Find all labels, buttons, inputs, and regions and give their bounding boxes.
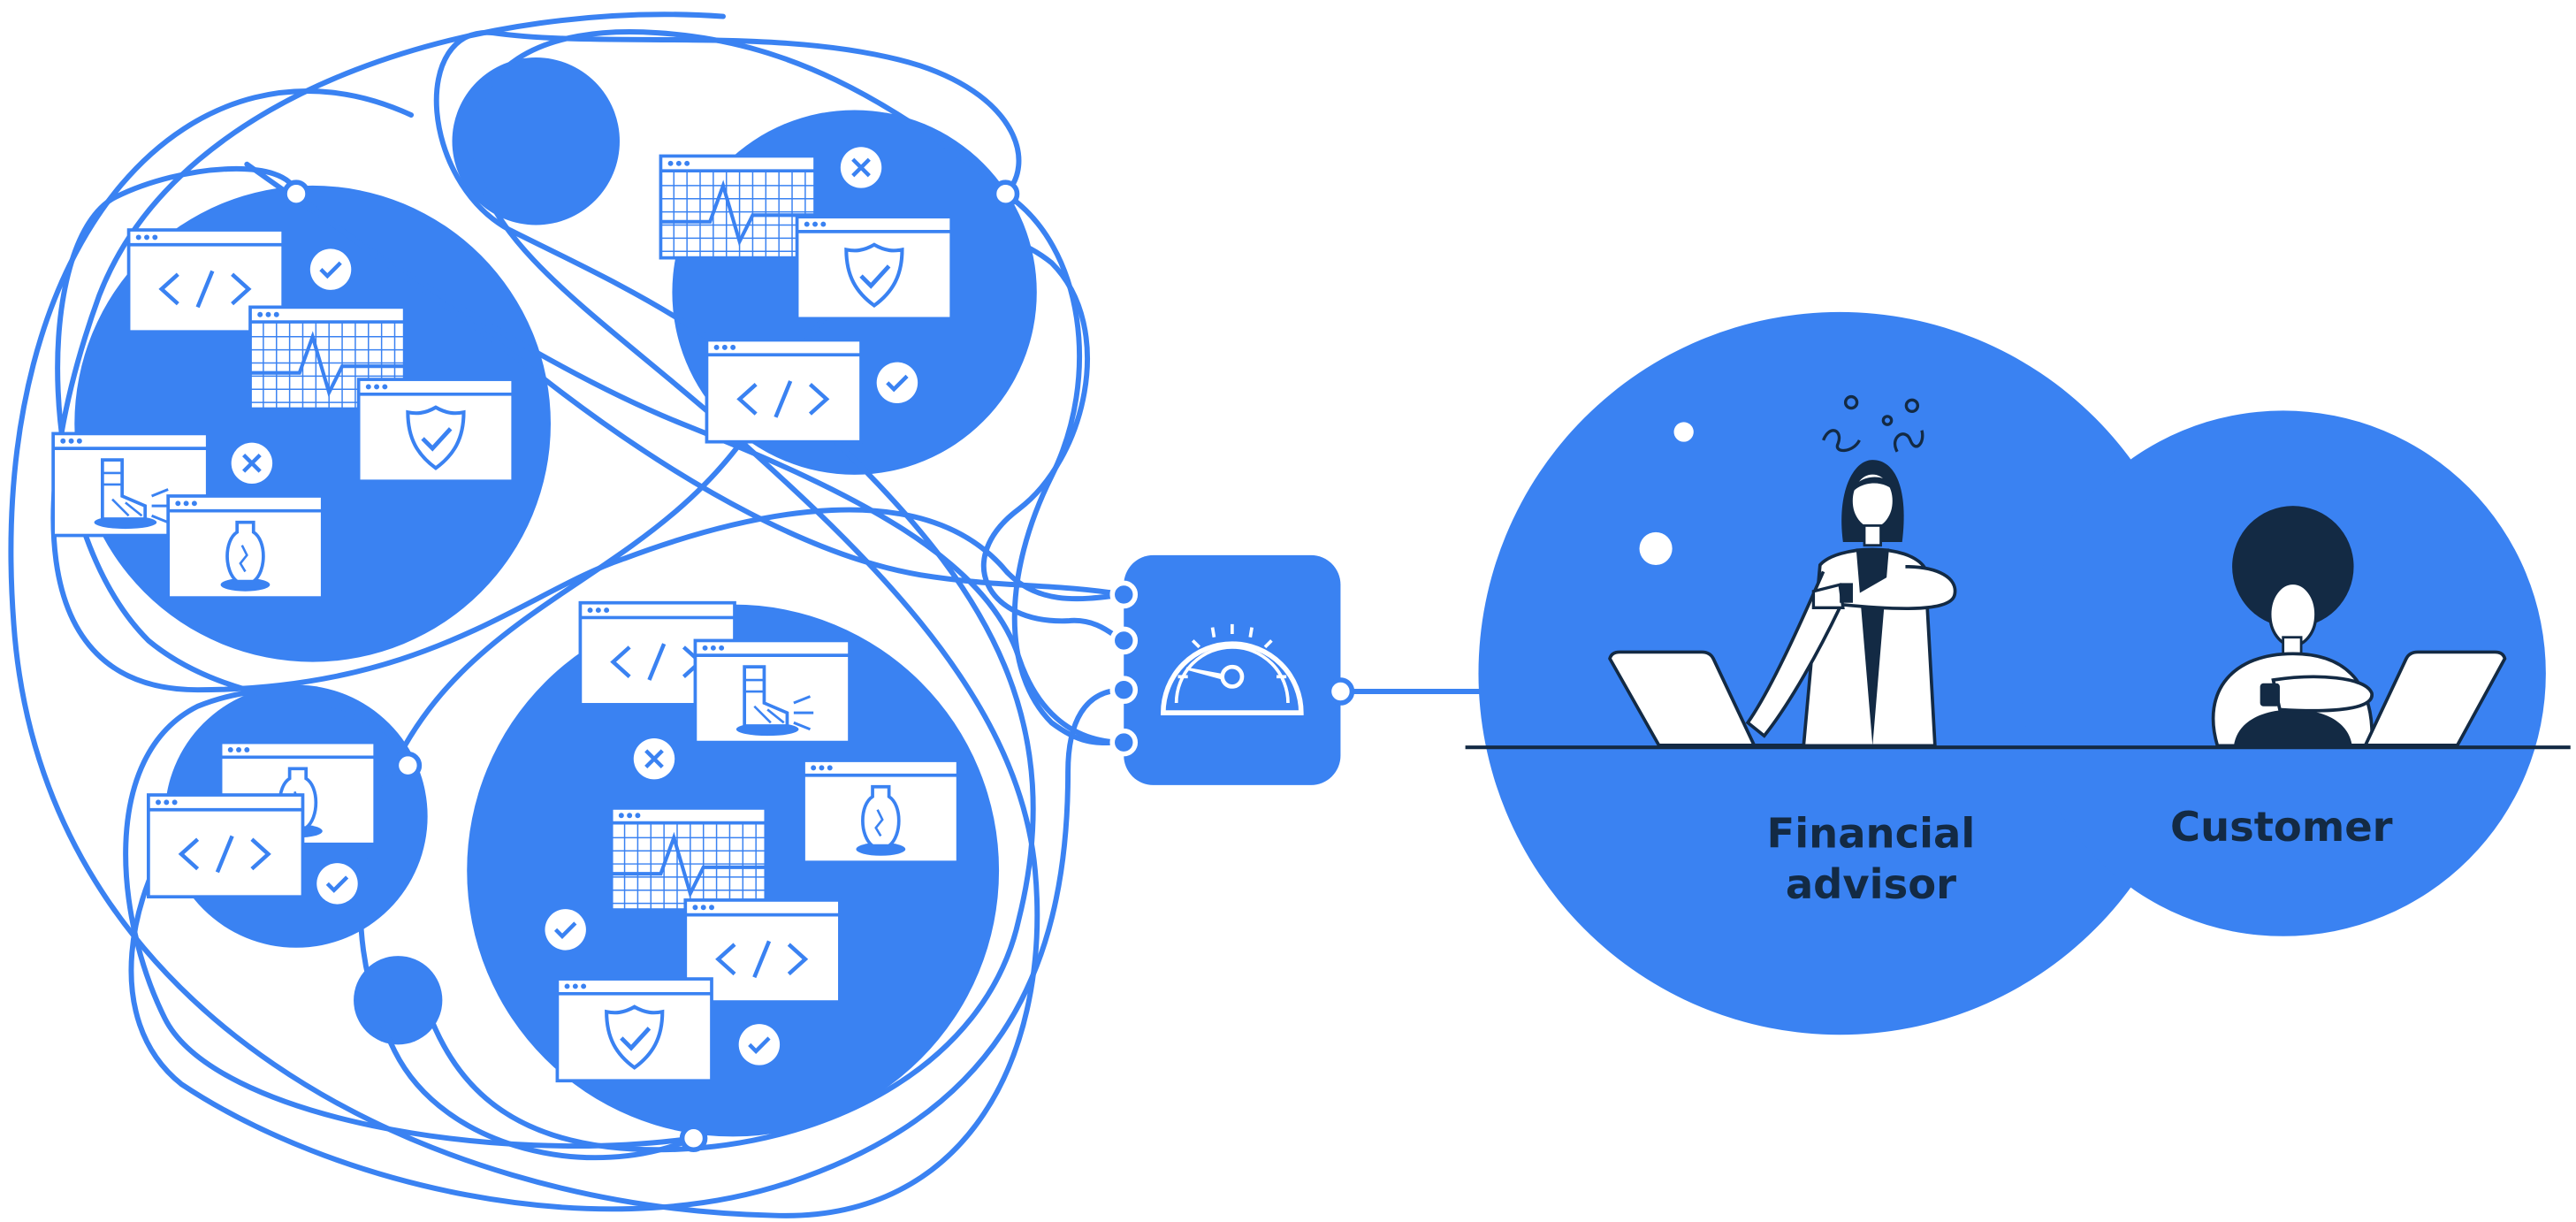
- broken-vase-icon: [166, 494, 324, 600]
- check-badge-icon: [877, 363, 918, 403]
- performance-hub: [1109, 554, 1496, 785]
- customer-figure: [2211, 506, 2374, 748]
- broken-leg-icon: [693, 638, 851, 745]
- cross-badge-icon: [841, 147, 881, 187]
- check-badge-icon: [310, 248, 351, 289]
- check-badge-icon: [739, 1024, 780, 1065]
- laptop-icon: [2299, 650, 2507, 748]
- code-window-icon: [149, 795, 303, 897]
- silo-circle-6: [354, 956, 443, 1045]
- shield-check-icon: [557, 979, 712, 1081]
- shield-check-icon: [359, 379, 514, 481]
- speedometer-icon: [1161, 623, 1304, 715]
- cross-badge-icon: [232, 443, 272, 484]
- shield-check-icon: [797, 217, 952, 318]
- financial-advisor-figure: [1745, 460, 1957, 748]
- silo-circle-3: [452, 57, 620, 225]
- customer-label: Customer: [2170, 803, 2393, 851]
- heartbeat-chart-icon: [660, 156, 815, 257]
- heartbeat-chart-icon: [612, 808, 766, 910]
- data-silos-cluster: [8, 11, 1127, 1218]
- broken-vase-icon: [802, 759, 960, 865]
- cross-badge-icon: [634, 738, 674, 779]
- laptop-icon: [1608, 650, 1820, 748]
- check-badge-icon: [545, 909, 585, 950]
- financial-advisor-label-line2: advisor: [1786, 860, 1956, 908]
- check-badge-icon: [316, 863, 357, 904]
- financial-advisor-label-line1: Financial: [1767, 809, 1976, 857]
- confusion-squiggles-icon: [1822, 394, 1924, 453]
- code-window-icon: [706, 340, 861, 442]
- advisor-customer-scene: Financial advisor Customer: [1465, 311, 2571, 1035]
